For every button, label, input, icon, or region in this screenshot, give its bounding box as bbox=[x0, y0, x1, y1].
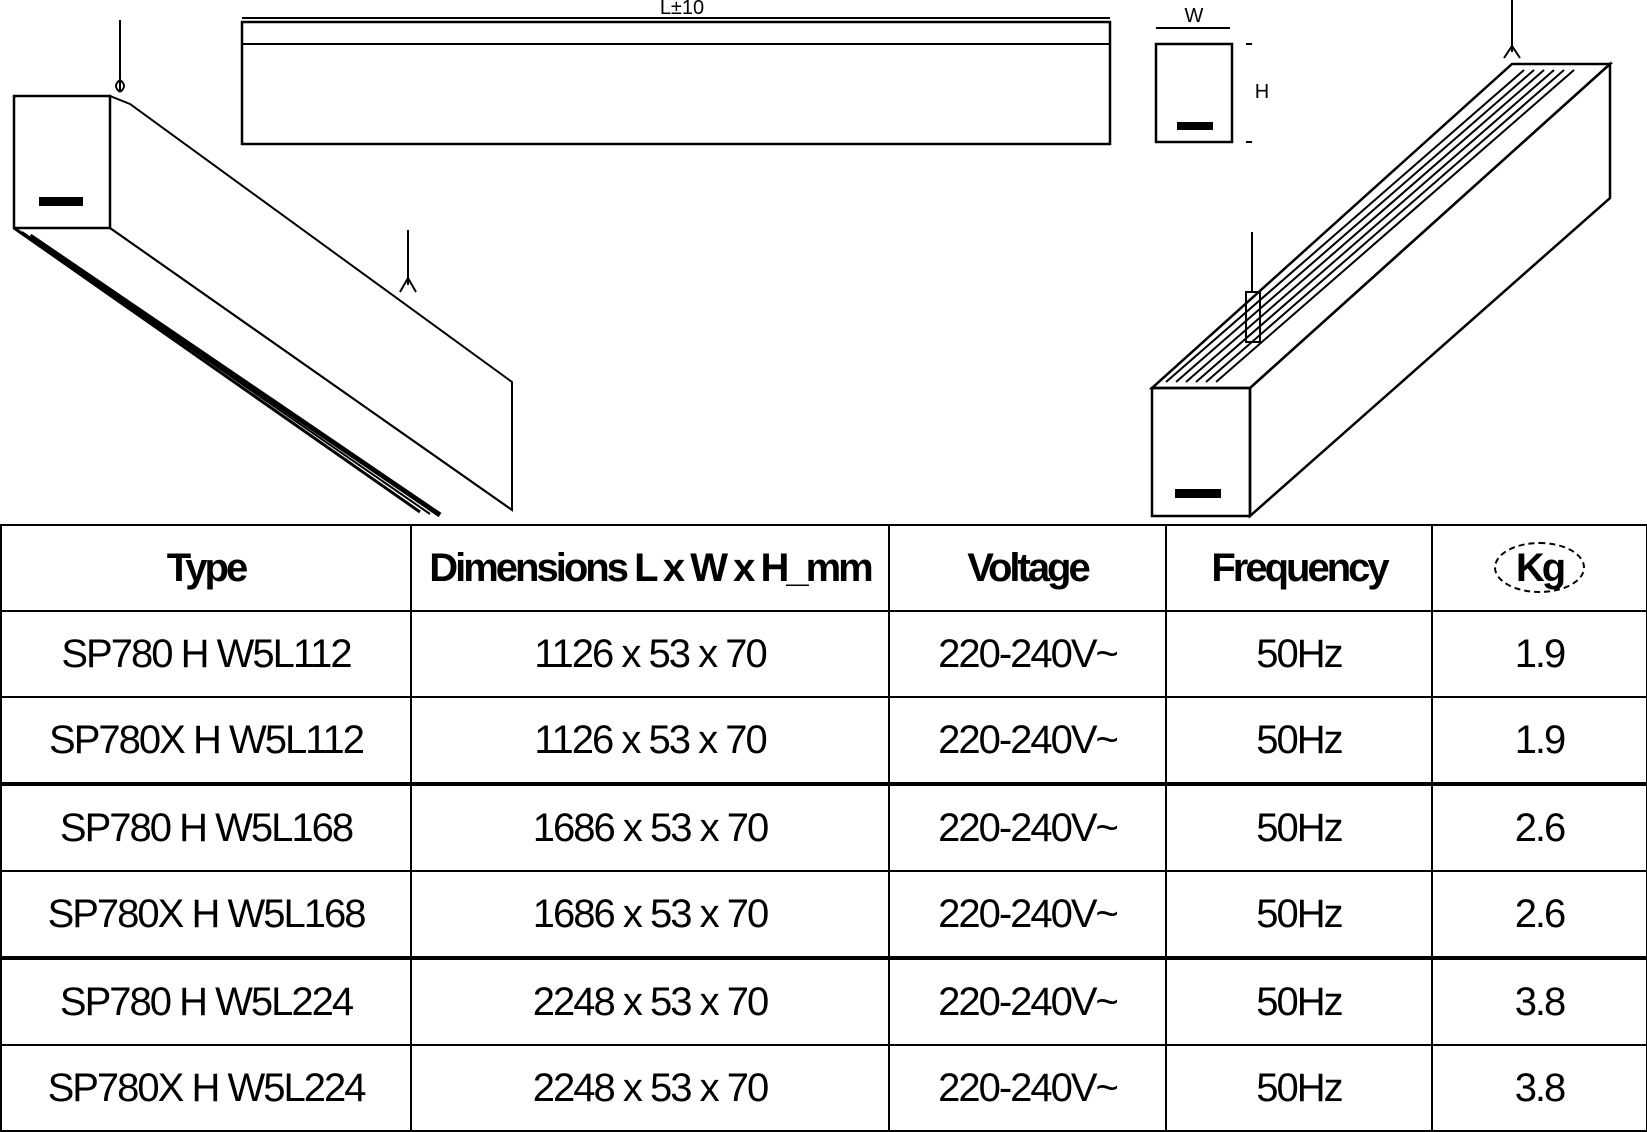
header-weight: Kg bbox=[1431, 524, 1647, 612]
cell-frequency: 50Hz bbox=[1165, 696, 1433, 785]
cell-frequency: 50Hz bbox=[1165, 782, 1433, 872]
length-dimension-label: L±10 bbox=[660, 0, 704, 19]
width-dimension-label: W bbox=[1185, 5, 1204, 27]
cell-dimensions: 2248 x 53 x 70 bbox=[410, 1044, 890, 1132]
side-view: W H bbox=[1154, 5, 1269, 144]
cell-voltage: 220-240V~ bbox=[888, 782, 1167, 872]
cell-voltage: 220-240V~ bbox=[888, 1044, 1167, 1132]
cell-type: SP780X H W5L168 bbox=[0, 870, 412, 959]
cell-voltage: 220-240V~ bbox=[888, 870, 1167, 959]
cell-type: SP780 H W5L224 bbox=[0, 956, 412, 1046]
left-isometric-luminaire bbox=[12, 20, 513, 518]
cell-dimensions: 1126 x 53 x 70 bbox=[410, 696, 890, 785]
cell-dimensions: 1686 x 53 x 70 bbox=[410, 782, 890, 872]
cell-type: SP780X H W5L112 bbox=[0, 696, 412, 785]
cell-type: SP780 H W5L112 bbox=[0, 610, 412, 698]
table-row: SP780 H W5L224 2248 x 53 x 70 220-240V~ … bbox=[0, 956, 1647, 1046]
cell-weight: 1.9 bbox=[1431, 610, 1647, 698]
table-row: SP780 H W5L112 1126 x 53 x 70 220-240V~ … bbox=[0, 610, 1647, 698]
header-type: Type bbox=[0, 524, 412, 612]
cell-dimensions: 2248 x 53 x 70 bbox=[410, 956, 890, 1046]
specification-table: Type Dimensions L x W x H_mm Voltage Fre… bbox=[0, 524, 1647, 1132]
table-row: SP780X H W5L112 1126 x 53 x 70 220-240V~… bbox=[0, 696, 1647, 785]
table-row: SP780 H W5L168 1686 x 53 x 70 220-240V~ … bbox=[0, 782, 1647, 872]
right-isometric-luminaire bbox=[1148, 0, 1614, 519]
cell-weight: 3.8 bbox=[1431, 1044, 1647, 1132]
cell-weight: 2.6 bbox=[1431, 782, 1647, 872]
cell-voltage: 220-240V~ bbox=[888, 696, 1167, 785]
height-dimension-label: H bbox=[1255, 81, 1269, 103]
cell-weight: 1.9 bbox=[1431, 696, 1647, 785]
cell-weight: 2.6 bbox=[1431, 870, 1647, 959]
cell-frequency: 50Hz bbox=[1165, 870, 1433, 959]
table-header-row: Type Dimensions L x W x H_mm Voltage Fre… bbox=[0, 524, 1647, 612]
cell-voltage: 220-240V~ bbox=[888, 956, 1167, 1046]
cell-frequency: 50Hz bbox=[1165, 610, 1433, 698]
header-voltage: Voltage bbox=[888, 524, 1167, 612]
cell-type: SP780X H W5L224 bbox=[0, 1044, 412, 1132]
header-frequency: Frequency bbox=[1165, 524, 1433, 612]
cell-frequency: 50Hz bbox=[1165, 956, 1433, 1046]
cell-frequency: 50Hz bbox=[1165, 1044, 1433, 1132]
cell-dimensions: 1126 x 53 x 70 bbox=[410, 610, 890, 698]
cell-dimensions: 1686 x 53 x 70 bbox=[410, 870, 890, 959]
cell-type: SP780 H W5L168 bbox=[0, 782, 412, 872]
header-dimensions: Dimensions L x W x H_mm bbox=[410, 524, 890, 612]
table-row: SP780X H W5L224 2248 x 53 x 70 220-240V~… bbox=[0, 1044, 1647, 1132]
table-row: SP780X H W5L168 1686 x 53 x 70 220-240V~… bbox=[0, 870, 1647, 959]
weight-icon: Kg bbox=[1493, 540, 1586, 597]
cell-voltage: 220-240V~ bbox=[888, 610, 1167, 698]
luminaire-drawings: L±10 W H bbox=[12, 0, 1614, 519]
cell-weight: 3.8 bbox=[1431, 956, 1647, 1046]
front-view: L±10 bbox=[240, 0, 1112, 146]
